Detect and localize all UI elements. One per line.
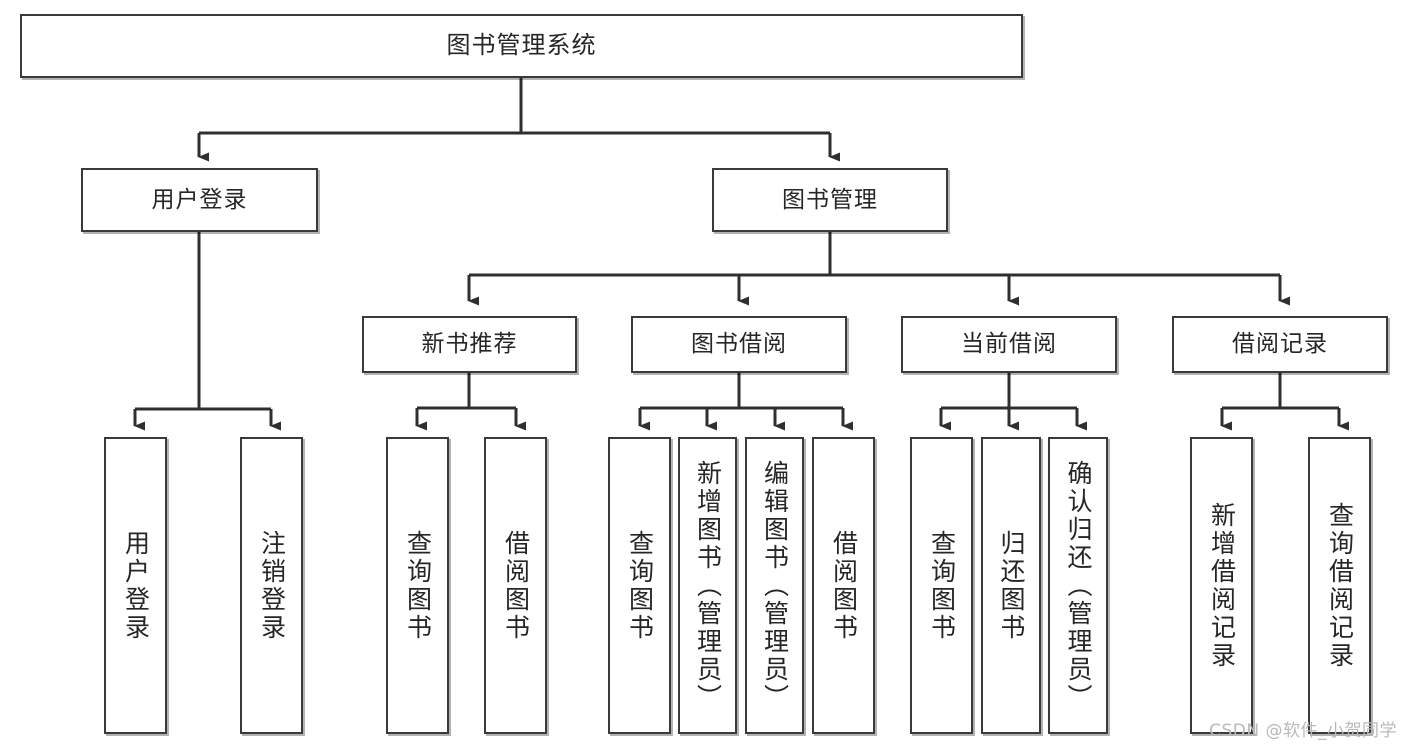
leaf-current-borrow-confirm-return-admin[interactable]: 确认归还（管理员） xyxy=(1048,437,1108,734)
leaf-current-borrow-query-book[interactable]: 查询图书 xyxy=(910,437,973,734)
leaf-book-borrow-borrow-book[interactable]: 借阅图书 xyxy=(812,437,875,734)
node-label: 图书管理 xyxy=(782,186,878,213)
node-label: 借阅记录 xyxy=(1232,331,1328,358)
node-label: 用户登录 xyxy=(151,186,248,213)
node-label: 用户登录 xyxy=(121,529,151,642)
node-label: 图书借阅 xyxy=(691,331,787,358)
leaf-book-borrow-edit-book-admin[interactable]: 编辑图书（管理员） xyxy=(745,437,804,734)
node-label: 查询借阅记录 xyxy=(1325,501,1355,670)
node-borrow-records[interactable]: 借阅记录 xyxy=(1172,316,1388,373)
node-label: 新增图书（管理员） xyxy=(693,459,723,712)
leaf-current-borrow-return-book[interactable]: 归还图书 xyxy=(981,437,1041,734)
node-label: 查询图书 xyxy=(927,529,957,642)
leaf-book-borrow-query-book[interactable]: 查询图书 xyxy=(608,437,671,734)
leaf-book-borrow-add-book-admin[interactable]: 新增图书（管理员） xyxy=(678,437,737,734)
node-label: 查询图书 xyxy=(403,529,433,642)
node-label: 借阅图书 xyxy=(829,529,859,642)
node-book-management-system[interactable]: 图书管理系统 xyxy=(20,14,1023,78)
node-current-borrow[interactable]: 当前借阅 xyxy=(901,316,1117,373)
node-label: 归还图书 xyxy=(997,529,1026,642)
node-label: 借阅图书 xyxy=(501,529,531,642)
leaf-new-book-query-book[interactable]: 查询图书 xyxy=(386,437,449,734)
node-label: 图书管理系统 xyxy=(446,31,597,60)
node-book-borrow[interactable]: 图书借阅 xyxy=(631,316,847,373)
node-label: 确认归还（管理员） xyxy=(1064,459,1093,712)
node-book-management[interactable]: 图书管理 xyxy=(712,168,948,232)
leaf-new-book-borrow-book[interactable]: 借阅图书 xyxy=(484,437,547,734)
leaf-records-query-record[interactable]: 查询借阅记录 xyxy=(1308,437,1371,734)
node-label: 注销登录 xyxy=(257,529,287,642)
node-label: 新书推荐 xyxy=(421,331,518,358)
watermark: CSDN @软件_小贺同学 xyxy=(1209,721,1397,741)
leaf-user-login-logout[interactable]: 注销登录 xyxy=(240,437,303,734)
leaf-records-add-record[interactable]: 新增借阅记录 xyxy=(1190,437,1253,734)
node-label: 查询图书 xyxy=(625,529,655,642)
node-label: 编辑图书（管理员） xyxy=(760,459,790,712)
node-user-login[interactable]: 用户登录 xyxy=(81,168,318,232)
node-new-book-recommend[interactable]: 新书推荐 xyxy=(362,316,577,373)
leaf-user-login-login[interactable]: 用户登录 xyxy=(104,437,167,734)
node-label: 当前借阅 xyxy=(961,331,1057,358)
node-label: 新增借阅记录 xyxy=(1207,501,1237,670)
